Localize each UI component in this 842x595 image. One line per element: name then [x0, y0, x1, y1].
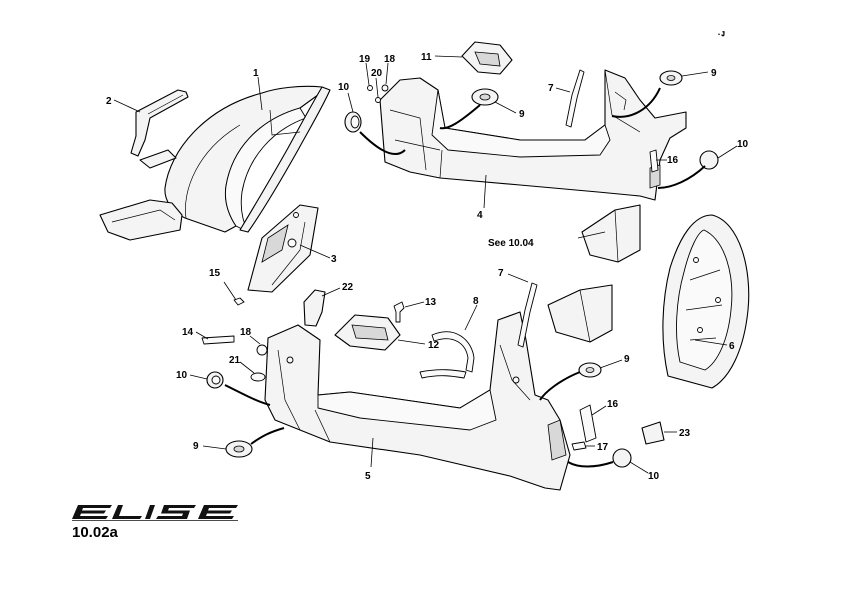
part-19-20-fasteners: [367, 85, 381, 103]
callout-23: 23: [679, 428, 691, 439]
callout-9-bottom-left: 9: [193, 441, 199, 452]
callout-4: 4: [477, 210, 483, 221]
duct-parts-see-10-04: [547, 204, 641, 343]
callout-14: 14: [182, 327, 194, 338]
callout-18-lower: 18: [240, 327, 252, 338]
part-5-rear-sill: [264, 311, 571, 491]
callout-15: 15: [209, 268, 221, 279]
callout-3: 3: [331, 254, 337, 265]
callout-9-top-right: 9: [711, 68, 717, 79]
callout-6: 6: [729, 341, 735, 352]
part-16-clips: [579, 149, 659, 443]
part-14-pad: [201, 335, 235, 345]
part-2-brace: [130, 89, 189, 157]
part-21-grommet: [250, 372, 266, 382]
part-10-bungs: [206, 111, 719, 468]
leader-lines: [113, 55, 738, 474]
callout-5: 5: [365, 471, 371, 482]
part-8-arch-trim: [419, 331, 475, 379]
callout-7-front: 7: [548, 83, 554, 94]
part-22-bracket: [303, 289, 326, 327]
callout-19: 19: [359, 54, 371, 65]
callout-16-lower: 16: [607, 399, 619, 410]
callout-10-top-left: 10: [338, 82, 350, 93]
callout-8: 8: [473, 296, 479, 307]
elise-logo: [72, 505, 238, 521]
part-7-seals: [517, 69, 585, 348]
part-17-clip: [571, 441, 587, 451]
callout-labels: 1 2 3 4 5 6 7 7 8 9 9 9 9 10 10 10 10 11…: [106, 52, 749, 482]
page-code: 10.02a: [72, 524, 118, 541]
callout-17: 17: [597, 442, 609, 453]
callout-1: 1: [253, 68, 259, 79]
callout-16-upper: 16: [667, 155, 679, 166]
callout-21: 21: [229, 355, 241, 366]
part-23-block: [641, 421, 665, 445]
callout-2: 2: [106, 96, 112, 107]
part-18-grommets: [256, 84, 389, 356]
part-6-rear-arch-liner: [662, 214, 750, 389]
part-12-pad: [334, 314, 401, 351]
connector-loops: [224, 87, 706, 468]
callout-10-top-right: 10: [737, 139, 749, 150]
callout-13: 13: [425, 297, 437, 308]
callout-10-bottom-right: 10: [648, 471, 660, 482]
callout-18-upper: 18: [384, 54, 396, 65]
part-15-clip: [233, 297, 245, 306]
part-4-front-sill: [379, 69, 687, 201]
callout-22: 22: [342, 282, 354, 293]
callout-10-bottom-left: 10: [176, 370, 188, 381]
callout-12: 12: [428, 340, 440, 351]
part-9-grommets: [225, 70, 683, 458]
part-11-pad: [461, 41, 513, 75]
part-3-bracket: [247, 204, 319, 293]
corner-mark: · J: [718, 32, 725, 38]
part-13-fastener: [393, 301, 405, 323]
callout-see-10-04: See 10.04: [488, 238, 534, 249]
callout-9-top-center: 9: [519, 109, 525, 120]
callout-11: 11: [421, 52, 432, 63]
part-1-front-wheel-arch: [99, 85, 331, 241]
callout-20: 20: [371, 68, 383, 79]
callout-9-mid-right: 9: [624, 354, 630, 365]
callout-7-rear: 7: [498, 268, 504, 279]
